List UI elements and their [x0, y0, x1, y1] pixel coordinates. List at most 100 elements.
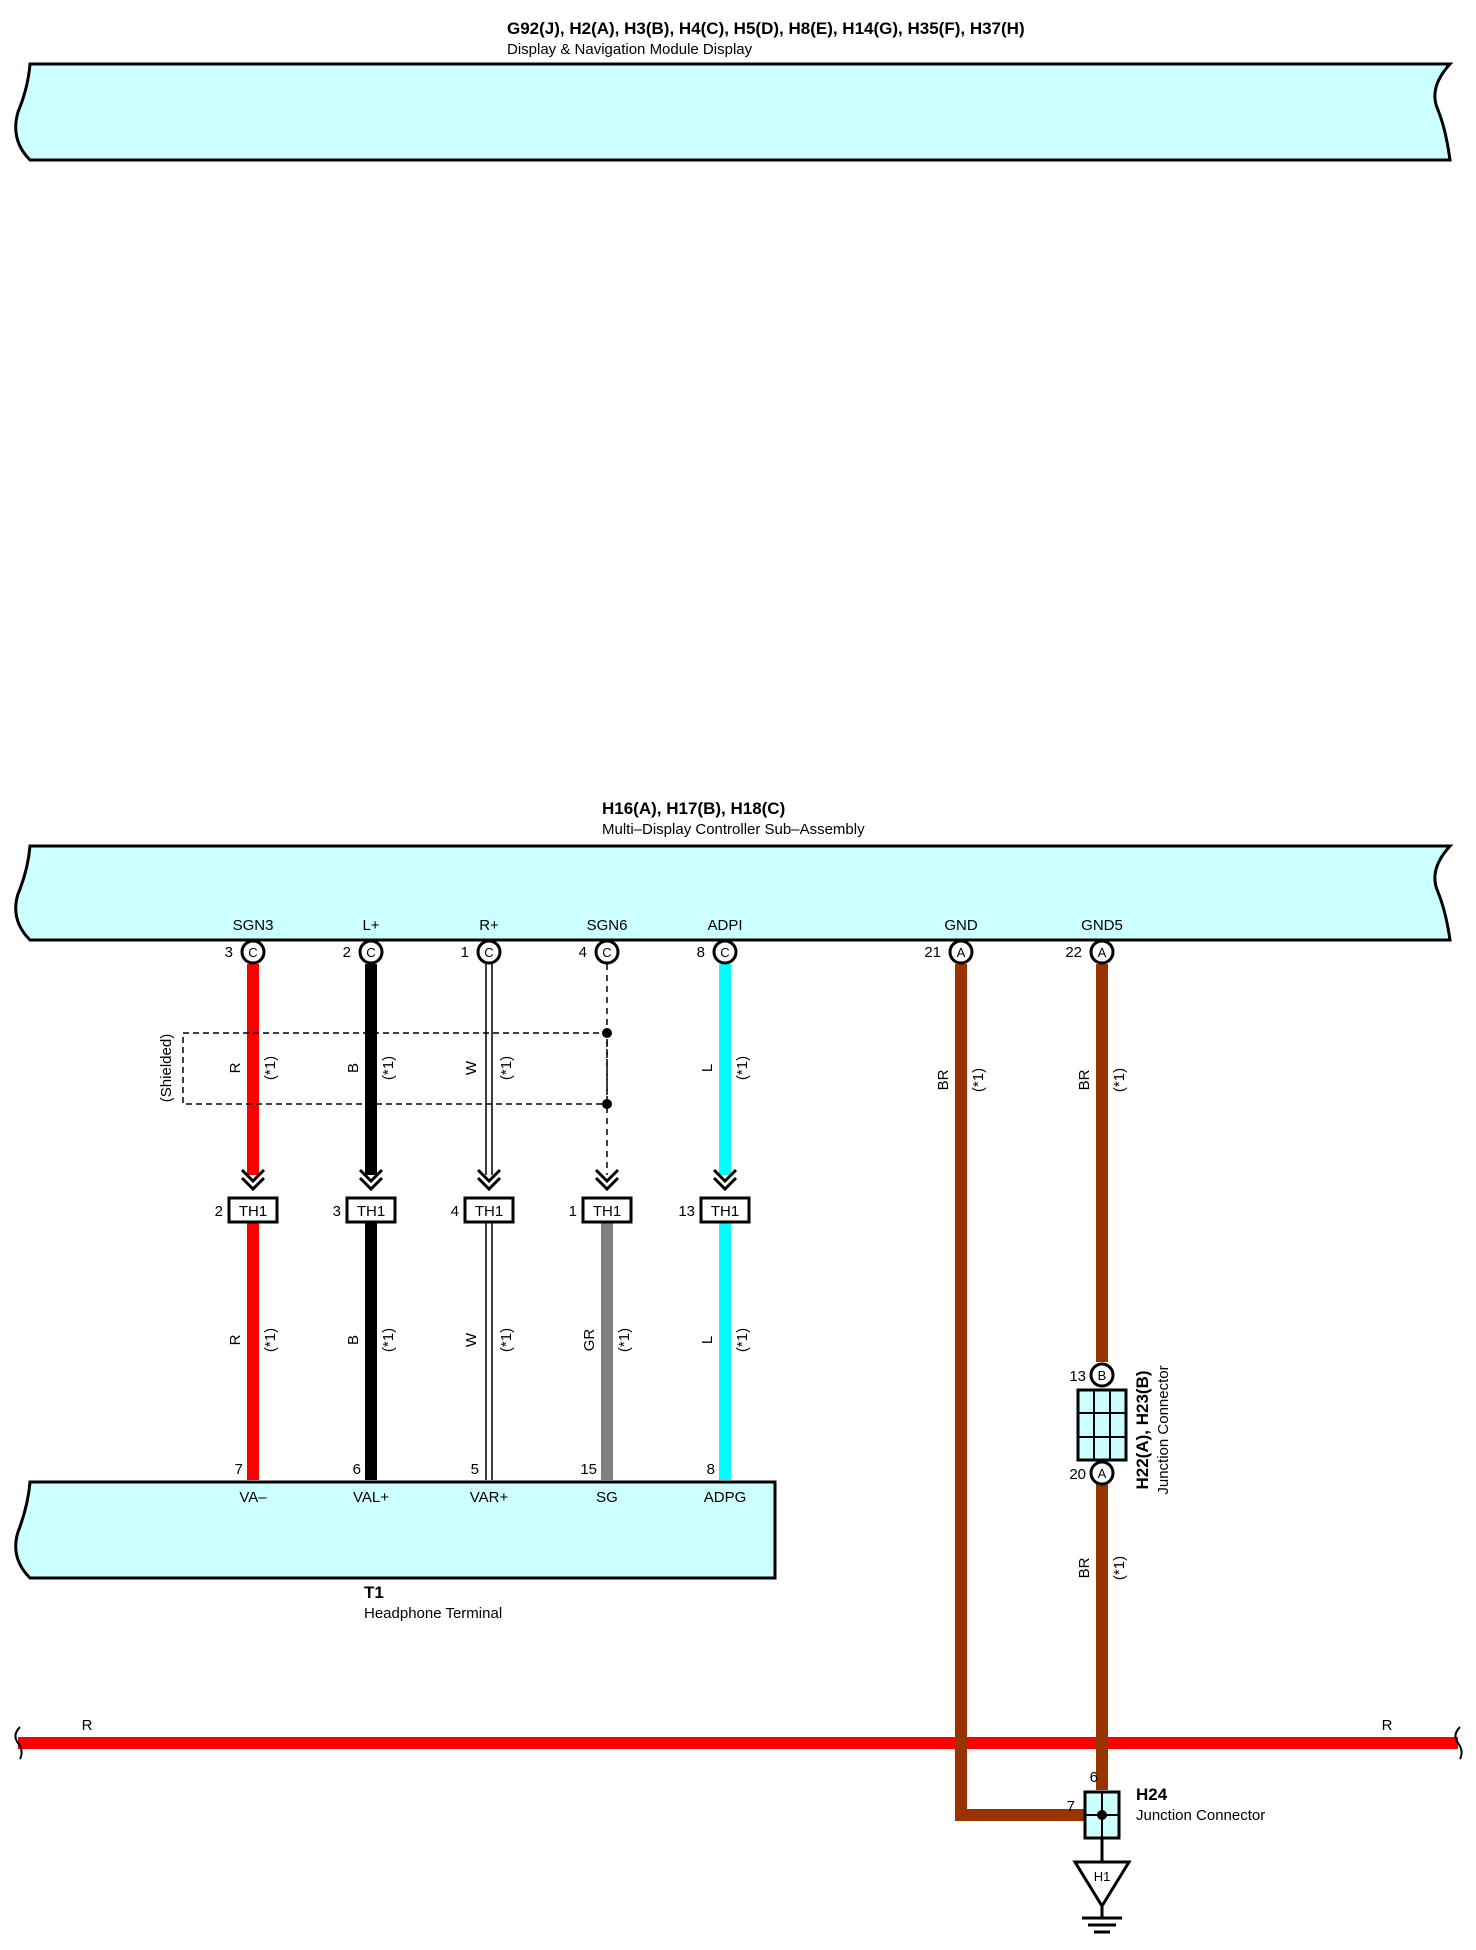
- svg-text:B: B: [345, 1063, 362, 1073]
- headphone-pins: 7 6 5 15 8 VA– VAL+ VAR+ SG ADPG: [235, 1461, 747, 1506]
- svg-text:(*1): (*1): [380, 1056, 397, 1080]
- controller-pin-2: C 2: [343, 939, 384, 965]
- svg-text:TH1: TH1: [239, 1203, 267, 1220]
- svg-text:(*1): (*1): [616, 1328, 633, 1352]
- headphone-box: [14, 1480, 777, 1580]
- svg-text:C: C: [602, 945, 611, 960]
- svg-text:(*1): (*1): [498, 1328, 515, 1352]
- connector-chevrons: [240, 1168, 738, 1192]
- junction-h24: 6 7: [1067, 1769, 1121, 1840]
- controller-pin-signal: GND5: [1081, 917, 1123, 934]
- svg-text:C: C: [248, 945, 257, 960]
- svg-text:7: 7: [1067, 1798, 1075, 1815]
- svg-text:5: 5: [471, 1461, 479, 1478]
- wire-label-lower: R (*1) B (*1) W (*1) GR (*1) L (*1): [227, 1328, 751, 1352]
- th1-connector: TH1 13: [678, 1196, 751, 1224]
- svg-text:BR: BR: [935, 1069, 952, 1090]
- top-module-name: Display & Navigation Module Display: [507, 41, 753, 58]
- svg-text:A: A: [1098, 945, 1107, 960]
- junction-h24-code: H24: [1136, 1785, 1168, 1804]
- svg-text:GR: GR: [581, 1329, 598, 1352]
- svg-text:A: A: [1098, 1466, 1107, 1481]
- controller-code: H16(A), H17(B), H18(C): [602, 799, 785, 818]
- wire-label-upper: R (*1) B (*1) W (*1) L (*1) BR (*1) BR (…: [227, 1056, 1128, 1092]
- svg-text:15: 15: [580, 1461, 597, 1478]
- break-mark: [14, 1726, 23, 1760]
- svg-text:(*1): (*1): [262, 1328, 279, 1352]
- svg-text:(*1): (*1): [498, 1056, 515, 1080]
- top-module-box: [14, 62, 1454, 162]
- svg-text:B: B: [345, 1335, 362, 1345]
- svg-text:BR: BR: [1076, 1069, 1093, 1090]
- svg-text:L: L: [699, 1064, 716, 1072]
- th1-connector: TH1 3: [333, 1196, 397, 1224]
- svg-text:A: A: [957, 945, 966, 960]
- svg-text:B: B: [1098, 1368, 1107, 1383]
- svg-text:6: 6: [353, 1461, 361, 1478]
- svg-text:(*1): (*1): [262, 1056, 279, 1080]
- svg-text:TH1: TH1: [593, 1203, 621, 1220]
- controller-pin-4: C 4: [579, 939, 620, 965]
- wire-label: BR: [1076, 1557, 1093, 1578]
- svg-text:20: 20: [1069, 1466, 1086, 1483]
- svg-text:C: C: [484, 945, 493, 960]
- svg-text:W: W: [463, 1060, 480, 1075]
- svg-text:2: 2: [215, 1203, 223, 1220]
- red-bus-label-left: R: [82, 1717, 93, 1734]
- controller-pin-21: A 21: [924, 939, 974, 965]
- controller-pin-22: A 22: [1065, 939, 1115, 965]
- svg-text:(*1): (*1): [1111, 1068, 1128, 1092]
- svg-text:W: W: [463, 1332, 480, 1347]
- red-bus-label-right: R: [1382, 1717, 1393, 1734]
- junction-h22: B 13 A 20: [1069, 1362, 1128, 1486]
- controller-pin-signal: L+: [362, 917, 379, 934]
- wire-label: (*1): [1111, 1556, 1128, 1580]
- svg-text:TH1: TH1: [357, 1203, 385, 1220]
- svg-text:3: 3: [333, 1203, 341, 1220]
- svg-text:7: 7: [235, 1461, 243, 1478]
- svg-text:L: L: [699, 1336, 716, 1344]
- svg-text:13: 13: [678, 1203, 695, 1220]
- break-mark: [1454, 1726, 1463, 1760]
- controller-pin-signal: GND: [944, 917, 978, 934]
- top-module-code: G92(J), H2(A), H3(B), H4(C), H5(D), H8(E…: [507, 19, 1025, 38]
- shield-junction-dot: [602, 1099, 612, 1109]
- headphone-code: T1: [364, 1583, 384, 1602]
- svg-text:1: 1: [461, 944, 469, 961]
- svg-text:TH1: TH1: [711, 1203, 739, 1220]
- svg-text:VAL+: VAL+: [353, 1489, 389, 1506]
- headphone-name: Headphone Terminal: [364, 1605, 502, 1622]
- controller-pin-signal: R+: [479, 917, 499, 934]
- controller-pin-1: C 1: [461, 939, 502, 965]
- controller-box: [14, 844, 1454, 942]
- svg-text:C: C: [366, 945, 375, 960]
- svg-text:2: 2: [343, 944, 351, 961]
- svg-text:22: 22: [1065, 944, 1082, 961]
- svg-text:4: 4: [451, 1203, 459, 1220]
- controller-pin-3: C 3: [225, 939, 266, 965]
- svg-text:(*1): (*1): [734, 1056, 751, 1080]
- svg-text:R: R: [227, 1334, 244, 1345]
- svg-text:1: 1: [569, 1203, 577, 1220]
- svg-text:13: 13: [1069, 1368, 1086, 1385]
- svg-text:VAR+: VAR+: [470, 1489, 509, 1506]
- svg-text:R: R: [227, 1062, 244, 1073]
- svg-text:(*1): (*1): [380, 1328, 397, 1352]
- shield-box: [182, 1032, 608, 1105]
- svg-text:21: 21: [924, 944, 941, 961]
- svg-text:8: 8: [697, 944, 705, 961]
- svg-text:ADPG: ADPG: [704, 1489, 747, 1506]
- svg-text:4: 4: [579, 944, 587, 961]
- svg-text:(*1): (*1): [734, 1328, 751, 1352]
- svg-text:C: C: [720, 945, 729, 960]
- th1-connector: TH1 4: [451, 1196, 515, 1224]
- controller-name: Multi–Display Controller Sub–Assembly: [602, 821, 865, 838]
- controller-pin-signal: SGN6: [587, 917, 628, 934]
- th1-connector: TH1 2: [215, 1196, 279, 1224]
- wire-gnd-br: [955, 964, 1085, 1821]
- shield-junction-dot: [602, 1028, 612, 1038]
- controller-pin-8: C 8: [697, 939, 738, 965]
- svg-text:VA–: VA–: [239, 1489, 267, 1506]
- junction-h22-code: H22(A), H23(B): [1133, 1370, 1152, 1489]
